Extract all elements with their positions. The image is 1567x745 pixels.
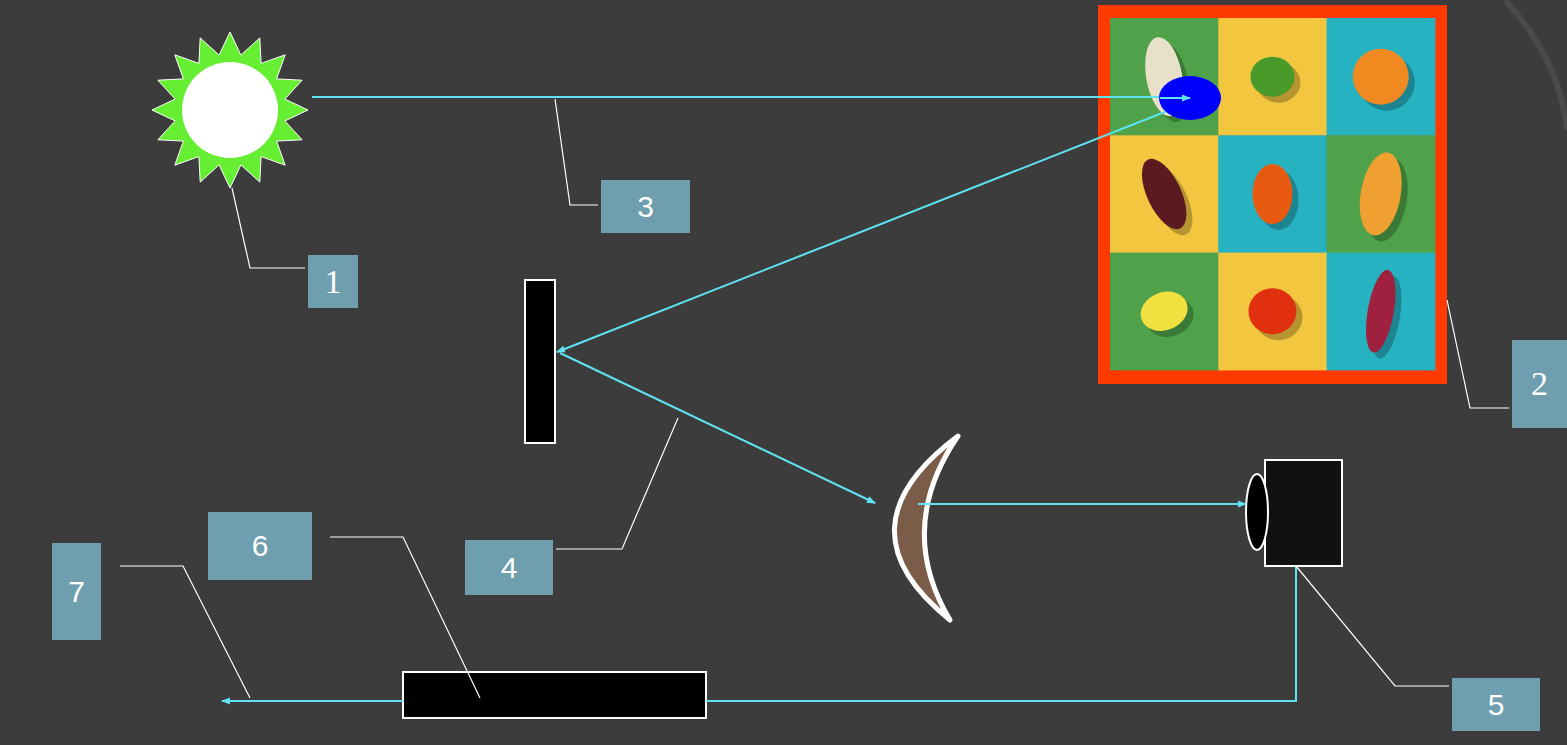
- callout-number: 7: [52, 543, 101, 640]
- object-picture: [1098, 5, 1447, 384]
- light-ray: [1160, 97, 1190, 99]
- callout-number: 3: [601, 180, 690, 233]
- callout-number: 2: [1512, 340, 1567, 428]
- callout-number: 1: [308, 255, 358, 308]
- mirror: [525, 280, 555, 443]
- callout-number: 6: [208, 512, 312, 580]
- light-spot: [1159, 76, 1221, 120]
- callout-number: 4: [465, 540, 553, 595]
- processing-unit: [403, 672, 706, 718]
- background-arc: [1505, 0, 1567, 130]
- camera: [1246, 460, 1342, 566]
- callout-number: 5: [1452, 678, 1540, 731]
- light-ray: [222, 97, 1296, 701]
- lens: [894, 436, 958, 620]
- light-source: [152, 32, 308, 188]
- leader-line: [120, 99, 1509, 698]
